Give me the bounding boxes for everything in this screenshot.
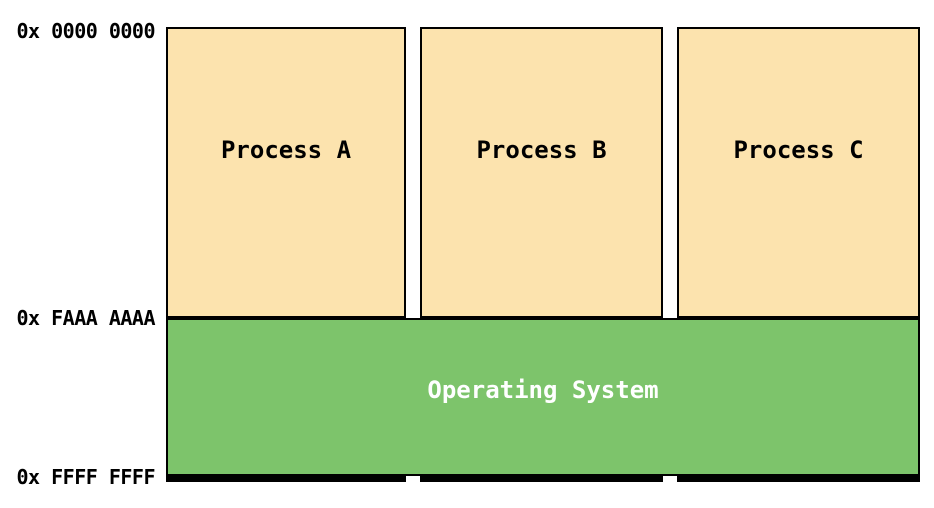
process-b-box: Process B <box>420 27 663 318</box>
address-label-middle: 0x FAAA AAAA <box>16 306 156 330</box>
address-label-bottom: 0x FFFF FFFF <box>16 465 156 489</box>
address-label-top: 0x 0000 0000 <box>16 19 156 43</box>
baseline-segment-left <box>166 476 406 482</box>
process-a-box: Process A <box>166 27 406 318</box>
baseline-segment-middle <box>420 476 663 482</box>
operating-system-box: Operating System <box>166 318 920 476</box>
operating-system-label: Operating System <box>427 376 659 404</box>
process-b-label: Process B <box>476 136 607 164</box>
process-c-label: Process C <box>733 136 864 164</box>
process-a-label: Process A <box>220 136 352 164</box>
baseline-segment-right <box>677 476 920 482</box>
process-c-box: Process C <box>677 27 920 318</box>
